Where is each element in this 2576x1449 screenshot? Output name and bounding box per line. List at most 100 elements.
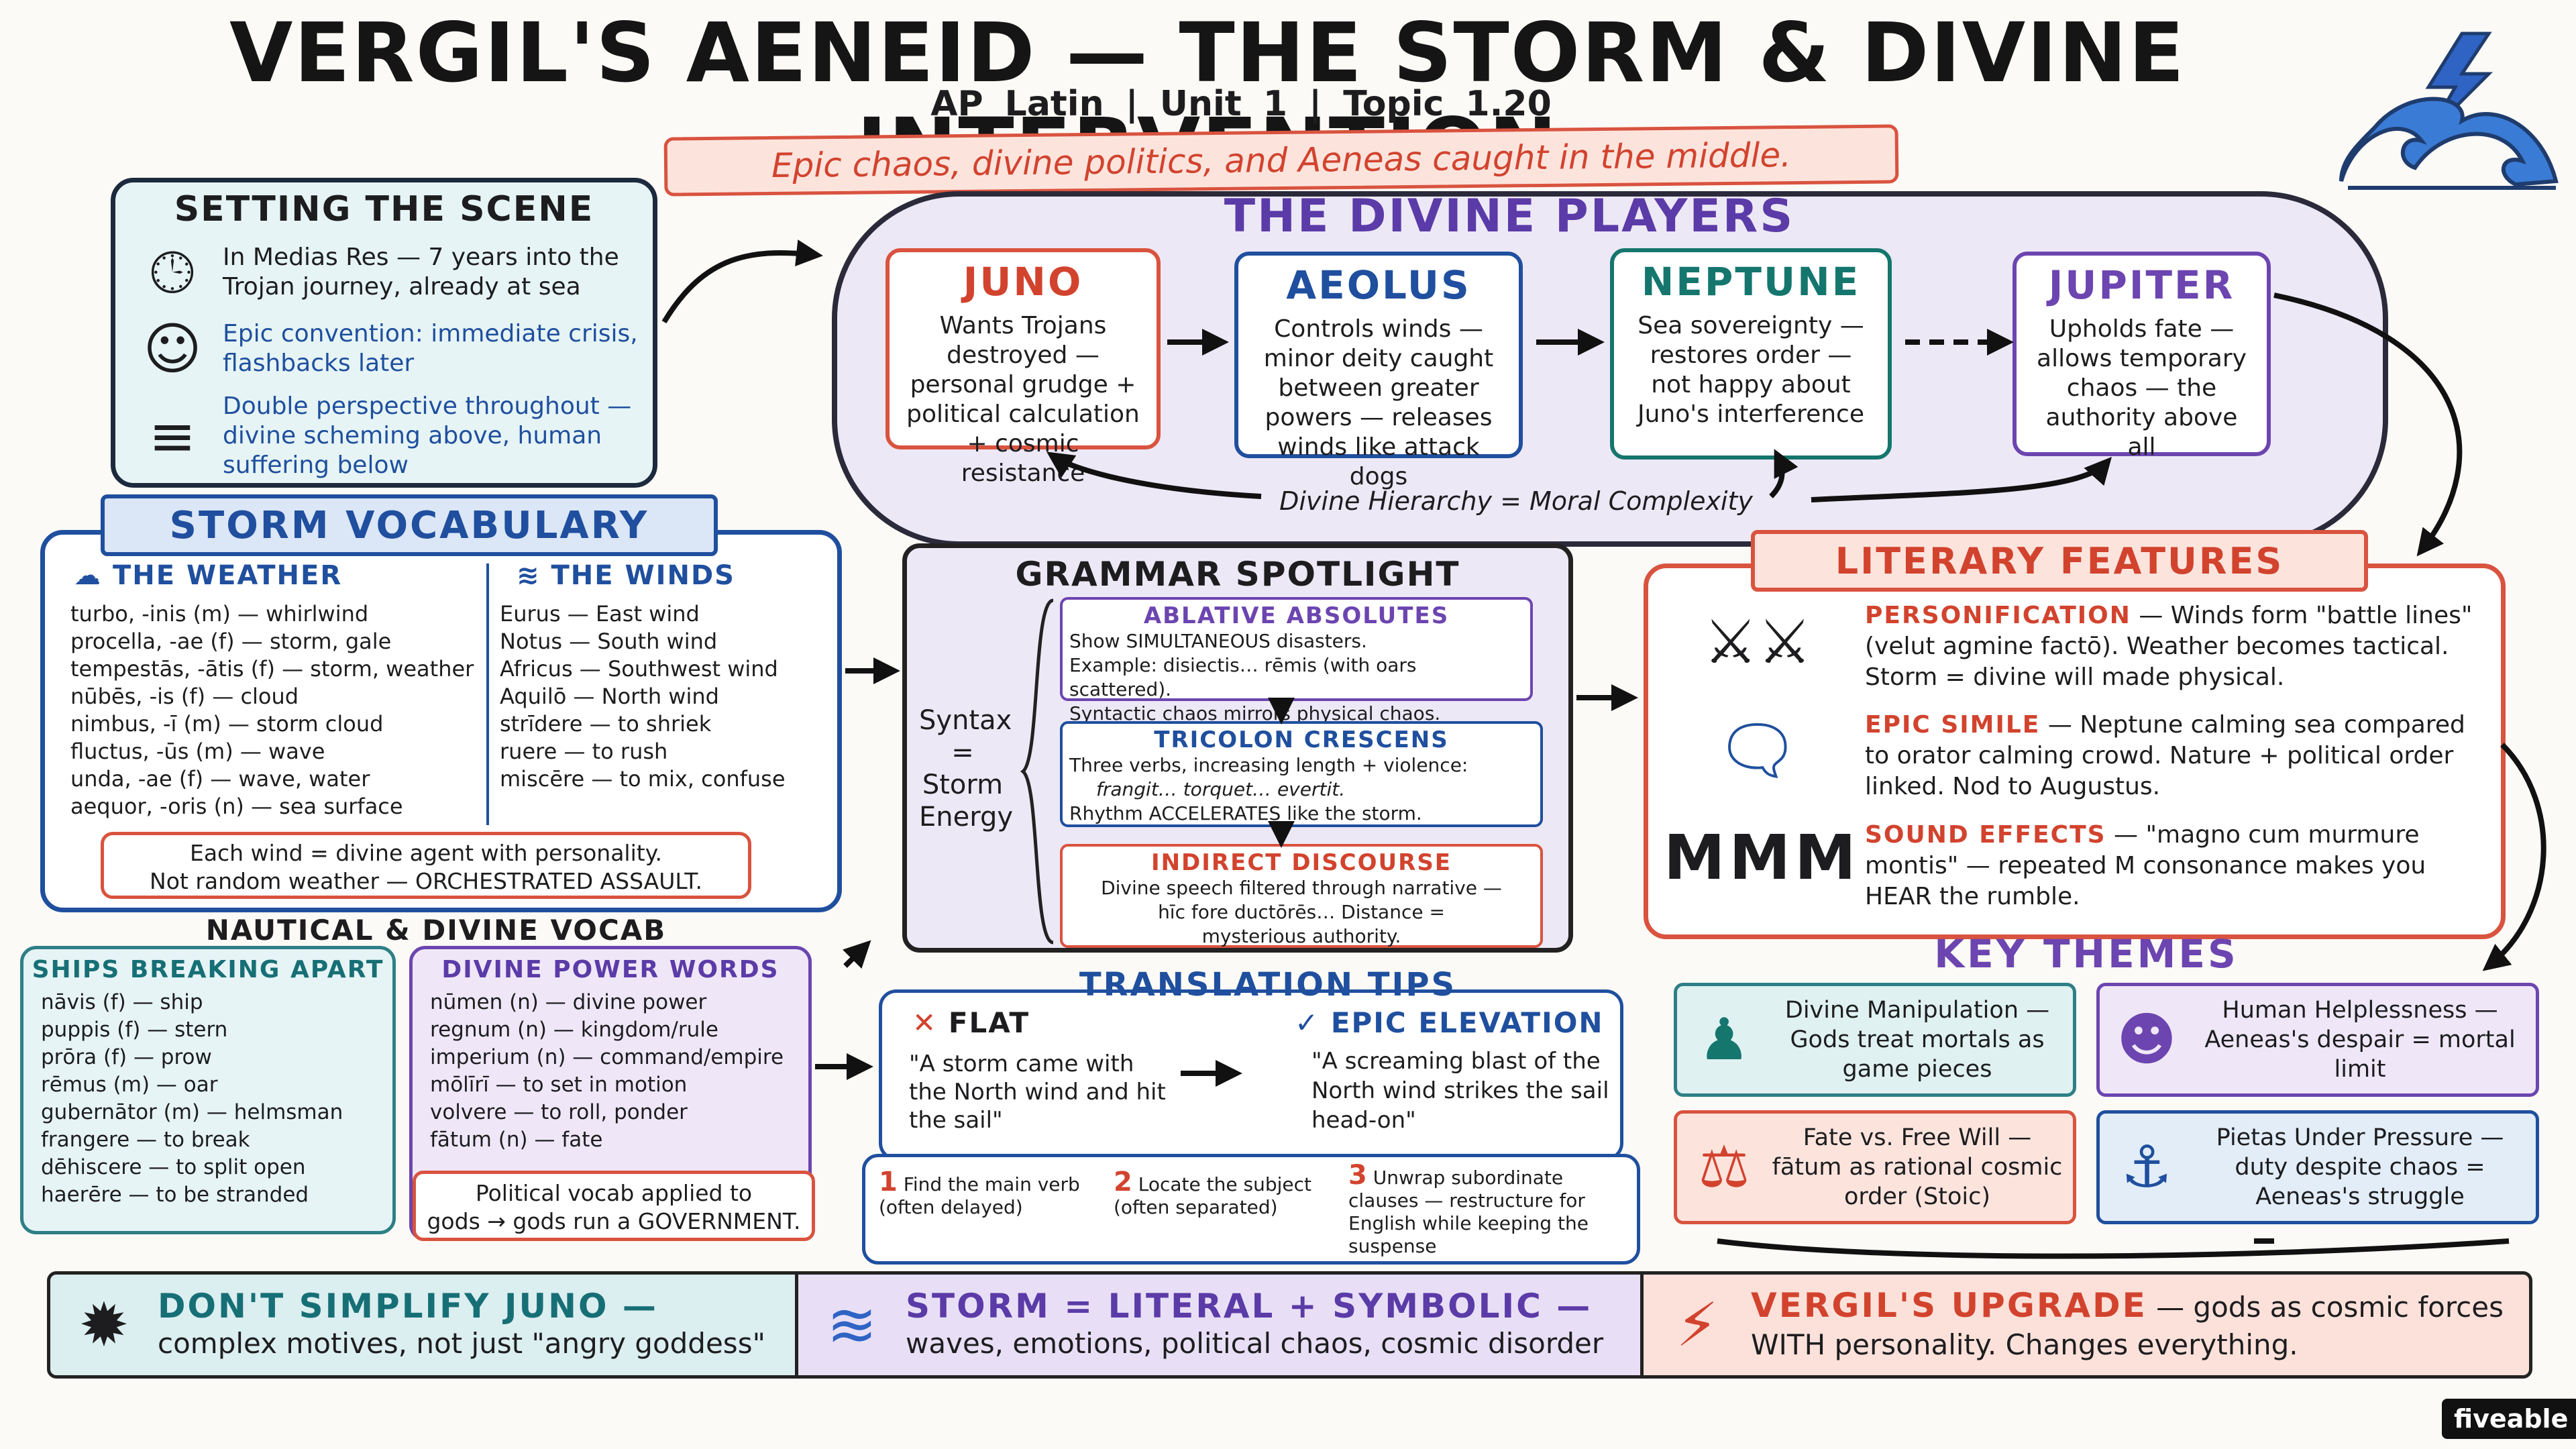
power-heading: DIVINE POWER WORDS <box>441 956 780 983</box>
list-item: turbo, -inis (m) — whirlwind <box>70 601 369 627</box>
list-item: Notus — South wind <box>500 629 718 654</box>
arrow-hierarchy-left <box>1046 451 1262 499</box>
ships-heading: SHIPS BREAKING APART <box>32 956 384 983</box>
despair-figure-icon: ☻ <box>2116 1006 2177 1073</box>
tip-text: complex motives, not just "angry goddess… <box>158 1327 765 1360</box>
syntax-storm-energy-label: Syntax = Storm Energy <box>919 704 1014 833</box>
wind-icon: ≋ <box>517 560 541 591</box>
jupiter-name: JUPITER <box>2048 262 2235 308</box>
list-item: rēmus (m) — oar <box>41 1073 218 1097</box>
storm-vocabulary-title: STORM VOCABULARY <box>101 494 718 556</box>
tip-heading: DON'T SIMPLIFY JUNO — <box>158 1287 658 1326</box>
list-item: regnum (n) — kingdom/rule <box>430 1018 718 1042</box>
sound-effects-heading: SOUND EFFECTS <box>1865 821 2106 849</box>
scene-item: ☺ Epic convention: immediate crisis, fla… <box>136 315 653 382</box>
scene-item-text: In Medias Res — 7 years into the Trojan … <box>223 244 619 301</box>
translation-step: 2 Locate the subject (often separated) <box>1114 1169 1342 1219</box>
speech-wave-icon: 🗨︎ <box>1715 711 1801 790</box>
ind-heading: INDIRECT DISCOURSE <box>1150 849 1452 876</box>
setting-scene-panel: SETTING THE SCENE 🕒︎ In Medias Res — 7 y… <box>111 178 657 488</box>
tip-heading: STORM = LITERAL + SYMBOLIC — <box>906 1287 1593 1326</box>
neptune-desc: Sea sovereignty — restores order — not h… <box>1638 312 1864 428</box>
tri-line: Three verbs, increasing length + violenc… <box>1069 754 1468 776</box>
check-mark-icon: ✓ <box>1295 1006 1320 1039</box>
juno-card: JUNO Wants Trojans destroyed — personal … <box>885 248 1161 487</box>
nautical-divine-title: NAUTICAL & DIVINE VOCAB <box>205 914 667 947</box>
ind-line: mysterious authority. <box>1201 925 1401 947</box>
syntax-line: Energy <box>919 802 1014 833</box>
theme-text: Divine Manipulation — Gods treat mortals… <box>1784 997 2050 1083</box>
translation-step: 1 Find the main verb (often delayed) <box>879 1169 1120 1219</box>
scene-item-text: Double perspective throughout — divine s… <box>223 392 632 479</box>
theater-masks-icon: ☺ <box>143 316 202 382</box>
storm-wave-icon <box>2339 32 2559 190</box>
aeolus-name: AEOLUS <box>1286 262 1471 308</box>
scene-item: 🕒︎ In Medias Res — 7 years into the Troj… <box>136 239 653 306</box>
tri-line: frangit… torquet… evertit. <box>1096 778 1346 800</box>
step-text: Find the main verb (often delayed) <box>879 1173 1080 1218</box>
cloud-icon: ☁︎ <box>74 560 102 591</box>
wave-icon: ≋ <box>826 1289 877 1360</box>
aeolus-card: AEOLUS Controls winds — minor deity caug… <box>1234 252 1523 490</box>
tri-heading: TRICOLON CRESCENS <box>1154 727 1449 753</box>
epic-label: EPIC ELEVATION <box>1330 1006 1604 1039</box>
ships-panel: SHIPS BREAKING APART nāvis (f) — ship pu… <box>20 946 396 1234</box>
winds-list: Eurus — East wind Notus — South wind Afr… <box>500 600 842 793</box>
theme-divine-manipulation: ♟︎ Divine Manipulation — Gods treat mort… <box>1674 983 2076 1097</box>
aeolus-desc: Controls winds — minor deity caught betw… <box>1263 315 1494 490</box>
flat-label: FLAT <box>948 1006 1030 1039</box>
list-item: imperium (n) — command/empire <box>430 1045 784 1069</box>
divine-hierarchy-caption: Divine Hierarchy = Moral Complexity <box>1279 486 1753 516</box>
winds-heading-label: THE WINDS <box>551 560 735 591</box>
grammar-title: GRAMMAR SPOTLIGHT <box>1015 555 1460 594</box>
list-item: unda, -ae (f) — wave, water <box>70 766 370 792</box>
syntax-line: Storm <box>922 769 1004 800</box>
epic-simile-text: — Neptune calming sea compared to orator… <box>1865 711 2465 800</box>
scene-item: ≡ Double perspective throughout — divine… <box>136 392 653 480</box>
step-number: 2 <box>1114 1167 1132 1197</box>
tip-text: — gods as cosmic forces <box>2147 1290 2504 1324</box>
theme-text: Pietas Under Pressure — duty despite cha… <box>2216 1124 2504 1210</box>
list-item: fluctus, -ūs (m) — wave <box>70 739 325 764</box>
power-note: Political vocab applied to gods → gods r… <box>413 1171 815 1241</box>
flat-example: "A storm came with the North wind and hi… <box>909 1051 1166 1134</box>
lightning-icon: ⚡︎ <box>1676 1289 1719 1360</box>
page-subtitle: AP Latin | Unit 1 | Topic 1.20 <box>930 84 1552 124</box>
list-item: Africus — Southwest wind <box>500 656 778 682</box>
sound-effects-text: — "magno cum murmure montis" — repeated … <box>1865 821 2426 910</box>
epic-simile-item: EPIC SIMILE — Neptune calming sea compar… <box>1865 710 2482 802</box>
translation-tips-panel <box>879 989 1623 1161</box>
power-note-line: gods → gods run a GOVERNMENT. <box>427 1208 801 1234</box>
tip-heading: VERGIL'S UPGRADE <box>1751 1285 2147 1325</box>
clock-icon: 🕒︎ <box>150 239 195 305</box>
list-item: puppis (f) — stern <box>41 1018 228 1042</box>
ships-list: nāvis (f) — ship puppis (f) — stern prōr… <box>41 989 392 1209</box>
arrow-scene-to-divine <box>661 239 823 324</box>
arrow-literary-to-themes <box>2482 743 2546 971</box>
arrow-hierarchy-right <box>1811 457 2112 502</box>
abl-heading: ABLATIVE ABSOLUTES <box>1143 602 1450 629</box>
list-item: nūmen (n) — divine power <box>430 990 707 1014</box>
spear-warriors-icon: ⚔︎⚔︎ <box>1703 607 1812 678</box>
juno-name: JUNO <box>963 259 1083 305</box>
list-item: Eurus — East wind <box>500 601 700 627</box>
list-item: nāvis (f) — ship <box>41 990 203 1014</box>
translation-step: 3 Unwrap subordinate clauses — restructu… <box>1348 1162 1630 1258</box>
list-item: haerēre — to be stranded <box>41 1183 309 1207</box>
warning-star-icon: ✹ <box>78 1289 129 1360</box>
divine-players-title: THE DIVINE PLAYERS <box>1224 190 1795 243</box>
syntax-line: = <box>951 737 974 768</box>
indirect-discourse-box: INDIRECT DISCOURSE Divine speech filtere… <box>1060 844 1543 948</box>
key-themes-title: KEY THEMES <box>1934 931 2239 977</box>
mmm-sound-icon: MMM <box>1664 822 1860 894</box>
list-item: prōra (f) — prow <box>41 1045 212 1069</box>
scene-item-text: Epic convention: immediate crisis, flash… <box>223 320 638 377</box>
grammar-brace <box>1020 598 1054 945</box>
list-item: ruere — to rush <box>500 739 668 764</box>
ind-line: hīc fore ductōrēs… Distance = <box>1158 901 1445 923</box>
step-text: Unwrap subordinate clauses — restructure… <box>1348 1167 1589 1257</box>
tip-text: WITH personality. Changes everything. <box>1751 1328 2298 1361</box>
theme-text: Fate vs. Free Will — fātum as rational c… <box>1772 1124 2063 1210</box>
chess-pawn-icon: ♟︎ <box>1698 1006 1750 1073</box>
jupiter-card: JUPITER Upholds fate — allows temporary … <box>2012 252 2271 461</box>
